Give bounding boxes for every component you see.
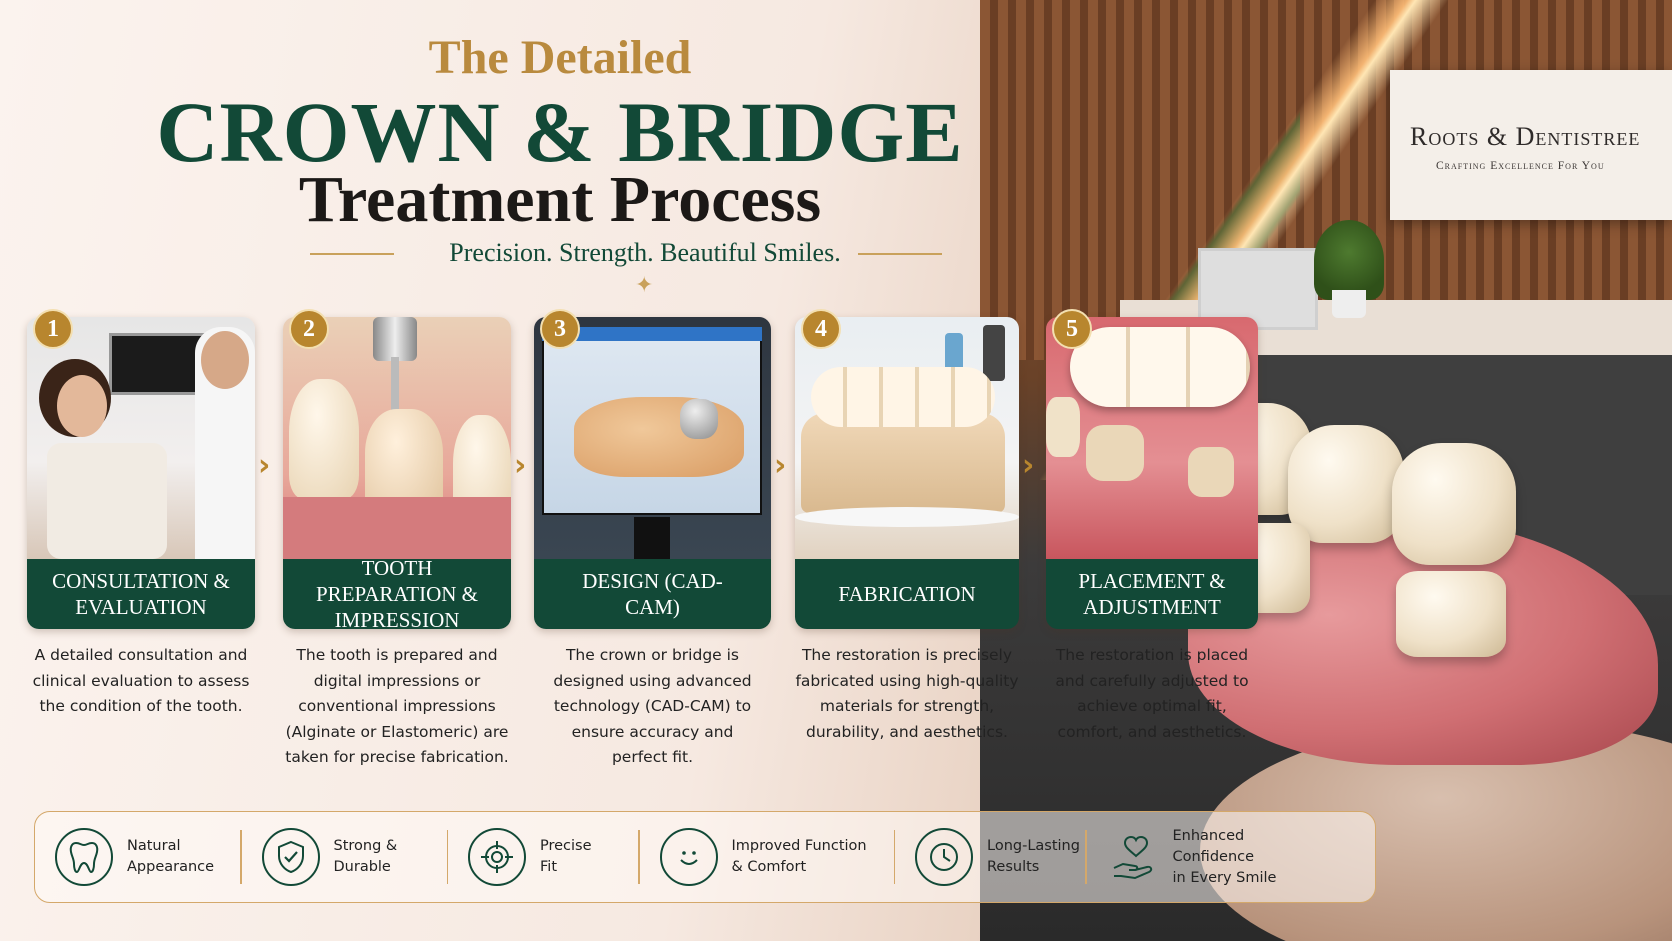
benefit-divider	[893, 830, 895, 884]
clinic-brand-name: Roots & Dentistree	[1410, 122, 1641, 151]
benefit-precise-fit: Precise Fit	[448, 827, 638, 887]
chevron-right-icon: ›	[514, 448, 527, 483]
chevron-right-icon: ›	[258, 448, 271, 483]
benefit-label: Strong & Durable	[333, 838, 398, 875]
step-description: The restoration is placed and carefully …	[1055, 646, 1249, 741]
model-abutment	[1396, 571, 1506, 657]
digital-dental-model	[574, 397, 744, 477]
benefit-label: Precise Fit	[540, 838, 592, 875]
step-3: 3 DESIGN (CAD-CAM) The crown or bridge i…	[534, 309, 771, 771]
step-title: DESIGN (CAD-CAM)	[534, 559, 771, 629]
gum	[283, 497, 511, 559]
tooth-icon	[55, 828, 113, 886]
patient-bib	[47, 443, 167, 559]
step-number-badge: 5	[1052, 309, 1092, 349]
patient-face	[57, 375, 107, 437]
step-description: The tooth is prepared and digital impres…	[285, 646, 509, 766]
dentist-face	[201, 331, 249, 389]
benefit-label: Long-Lasting Results	[987, 838, 1080, 875]
bridge-model-illustration	[1188, 395, 1672, 765]
clinic-tagline: Crafting Excellence For You	[1436, 160, 1605, 172]
benefit-natural-appearance: Natural Appearance	[35, 827, 240, 887]
step-title: FABRICATION	[795, 559, 1019, 629]
drill-bit	[391, 357, 399, 417]
heart-hand-icon	[1107, 828, 1165, 886]
chevron-right-icon: ›	[774, 448, 787, 483]
work-plate	[795, 507, 1019, 527]
step-card: CONSULTATION & EVALUATION	[27, 317, 255, 629]
fabricated-crowns	[811, 367, 995, 427]
placement-photo	[1046, 317, 1258, 559]
step-title: CONSULTATION & EVALUATION	[27, 559, 255, 629]
plaster-model	[801, 413, 1005, 513]
benefit-strong-durable: Strong & Durable	[242, 827, 447, 887]
step-title: TOOTH PREPARATION & IMPRESSION	[283, 556, 511, 629]
benefit-long-lasting: Long-Lasting Results	[895, 827, 1085, 887]
step-title: PLACEMENT & ADJUSTMENT	[1046, 559, 1258, 629]
adjacent-tooth	[1046, 397, 1080, 457]
plant-illustration	[1314, 220, 1384, 300]
xray-screen	[109, 333, 209, 395]
monitor-stand	[634, 517, 670, 559]
step-number-badge: 4	[801, 309, 841, 349]
clock-icon	[915, 828, 973, 886]
step-number-badge: 3	[540, 309, 580, 349]
abutment-tooth	[1188, 447, 1234, 497]
step-card: TOOTH PREPARATION & IMPRESSION	[283, 317, 511, 629]
clinic-sign: Roots & Dentistree Crafting Excellence F…	[1390, 70, 1672, 220]
sparkle-icon: ✦	[635, 272, 654, 297]
plant-pot	[1332, 290, 1366, 318]
step-description: The restoration is precisely fabricated …	[795, 646, 1019, 741]
tagline: Precision. Strength. Beautiful Smiles.	[449, 238, 841, 267]
shield-check-icon	[261, 828, 320, 886]
chevron-right-icon: ›	[1022, 448, 1035, 483]
cad-cam-photo	[534, 317, 771, 559]
divider-right	[858, 253, 942, 255]
smile-icon	[659, 828, 718, 886]
step-description: A detailed consultation and clinical eva…	[32, 646, 250, 715]
title-line-1: The Detailed	[428, 31, 692, 84]
tooth	[289, 379, 359, 499]
tooth-preparation-photo	[283, 317, 511, 559]
step-2: 2 TOOTH PREPARATION & IMPRESSION The too…	[283, 309, 511, 771]
title-main: CROWN & BRIDGE	[156, 84, 964, 180]
benefit-divider	[240, 830, 242, 884]
model-crown	[1288, 425, 1404, 543]
step-number-badge: 1	[33, 309, 73, 349]
divider-left	[310, 253, 394, 255]
bridge-crowns	[1070, 327, 1250, 407]
step-description: The crown or bridge is designed using ad…	[553, 646, 752, 766]
step-number-badge: 2	[289, 309, 329, 349]
title-line-3: Treatment Process	[298, 163, 822, 236]
step-card: PLACEMENT & ADJUSTMENT	[1046, 317, 1258, 629]
step-1: 1 CONSULTATION & EVALUATION A detailed c…	[27, 309, 255, 720]
abutment-tooth	[1086, 425, 1144, 481]
model-crown	[1392, 443, 1516, 565]
fabrication-photo	[795, 317, 1019, 559]
lab-bottle	[983, 325, 1005, 381]
benefits-bar: Natural Appearance Strong & Durable Prec…	[34, 811, 1376, 903]
benefit-function-comfort: Improved Function & Comfort	[640, 827, 894, 887]
drill-handpiece	[373, 317, 417, 361]
benefit-label: Improved Function & Comfort	[731, 838, 867, 875]
step-card: FABRICATION	[795, 317, 1019, 629]
benefit-divider	[1085, 830, 1087, 884]
step-card: DESIGN (CAD-CAM)	[534, 317, 771, 629]
benefit-enhanced-confidence: Enhanced Confidence in Every Smile	[1087, 827, 1327, 887]
digital-crown	[680, 399, 718, 439]
benefit-divider	[446, 830, 448, 884]
step-4: 4 FABRICATION The restoration is precise…	[795, 309, 1019, 745]
cad-toolbar	[542, 327, 762, 341]
benefit-label: Enhanced Confidence in Every Smile	[1172, 827, 1277, 886]
benefit-divider	[638, 830, 640, 884]
target-icon	[468, 828, 526, 886]
benefit-label: Natural Appearance	[127, 838, 215, 875]
step-5: 5 PLACEMENT & ADJUSTMENT The restoration…	[1046, 309, 1258, 745]
consultation-photo	[27, 317, 255, 559]
